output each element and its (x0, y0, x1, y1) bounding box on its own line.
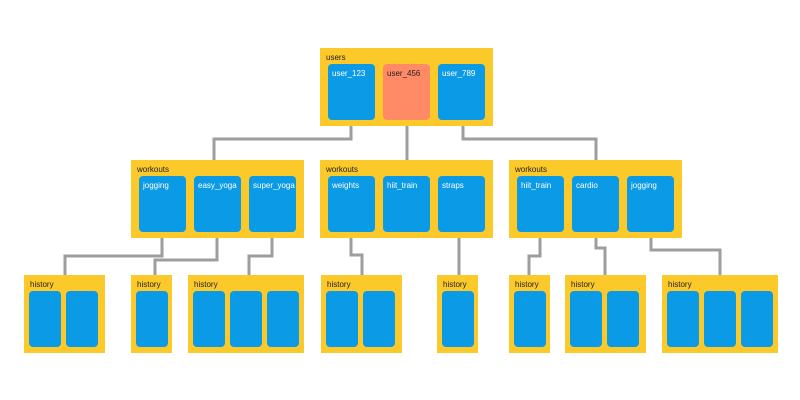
workout-box-weights[interactable]: weights (328, 176, 375, 232)
history-record-box[interactable] (667, 291, 699, 347)
box-label: jogging (143, 181, 169, 190)
workout-box-hiit-train[interactable]: hiit_train (383, 176, 430, 232)
box-label: user_123 (332, 69, 366, 78)
workout-box-super-yoga[interactable]: super_yoga (249, 176, 296, 232)
users-group: users user_123 user_456 user_789 (320, 48, 493, 126)
group-label-history: history (327, 280, 351, 289)
history-record-box[interactable] (326, 291, 358, 347)
workout-box-cardio[interactable]: cardio (572, 176, 619, 232)
box-label: straps (442, 181, 464, 190)
user-box-user-789[interactable]: user_789 (438, 64, 485, 120)
workouts-group-3: workouts hiit_train cardio jogging (509, 160, 682, 238)
box-label: hiit_train (521, 181, 552, 190)
box-label: super_yoga (253, 181, 295, 190)
group-label-history: history (515, 280, 539, 289)
history-record-box[interactable] (607, 291, 639, 347)
box-label: weights (332, 181, 360, 190)
workout-box-jogging[interactable]: jogging (627, 176, 674, 232)
box-label: easy_yoga (198, 181, 237, 190)
history-record-box[interactable] (363, 291, 395, 347)
workout-box-easy-yoga[interactable]: easy_yoga (194, 176, 241, 232)
connector-line (349, 232, 364, 275)
history-record-box[interactable] (230, 291, 262, 347)
history-group-2: history (131, 275, 172, 353)
history-record-box[interactable] (704, 291, 736, 347)
workout-box-hiit-train[interactable]: hiit_train (517, 176, 564, 232)
user-box-user-123[interactable]: user_123 (328, 64, 375, 120)
history-record-box[interactable] (136, 291, 168, 347)
history-group-5: history (437, 275, 478, 353)
workouts-group-1: workouts jogging easy_yoga super_yoga (131, 160, 304, 238)
group-label-history: history (443, 280, 467, 289)
history-group-6: history (509, 275, 550, 353)
history-record-box[interactable] (570, 291, 602, 347)
group-label-history: history (30, 280, 54, 289)
history-record-box[interactable] (267, 291, 299, 347)
group-label-workouts: workouts (137, 165, 170, 174)
history-group-4: history (321, 275, 402, 353)
group-label-history: history (668, 280, 692, 289)
box-label: user_789 (442, 69, 476, 78)
box-label: jogging (631, 181, 657, 190)
history-record-box[interactable] (29, 291, 61, 347)
history-record-box[interactable] (193, 291, 225, 347)
history-group-8: history (662, 275, 778, 353)
history-record-box[interactable] (442, 291, 474, 347)
box-label: user_456 (387, 69, 421, 78)
group-label-history: history (571, 280, 595, 289)
connector-line (527, 232, 542, 275)
connector-line (63, 232, 164, 275)
history-group-1: history (24, 275, 105, 353)
workouts-group-2: workouts weights hiit_train straps (320, 160, 493, 238)
user-box-user-456[interactable]: user_456 (383, 64, 430, 120)
workout-box-straps[interactable]: straps (438, 176, 485, 232)
connector-line (212, 120, 353, 160)
history-record-box[interactable] (741, 291, 773, 347)
connector-line (153, 232, 219, 275)
connector-line (461, 120, 598, 160)
box-label: cardio (576, 181, 598, 190)
group-label-history: history (194, 280, 218, 289)
box-label: hiit_train (387, 181, 418, 190)
history-group-3: history (188, 275, 304, 353)
workout-box-jogging[interactable]: jogging (139, 176, 186, 232)
group-label-history: history (137, 280, 161, 289)
history-group-7: history (565, 275, 646, 353)
history-record-box[interactable] (514, 291, 546, 347)
group-label-users: users (326, 53, 346, 62)
history-record-box[interactable] (66, 291, 98, 347)
connector-line (649, 232, 722, 275)
group-label-workouts: workouts (326, 165, 359, 174)
connector-line (594, 232, 607, 275)
group-label-workouts: workouts (515, 165, 548, 174)
connector-line (247, 232, 274, 275)
